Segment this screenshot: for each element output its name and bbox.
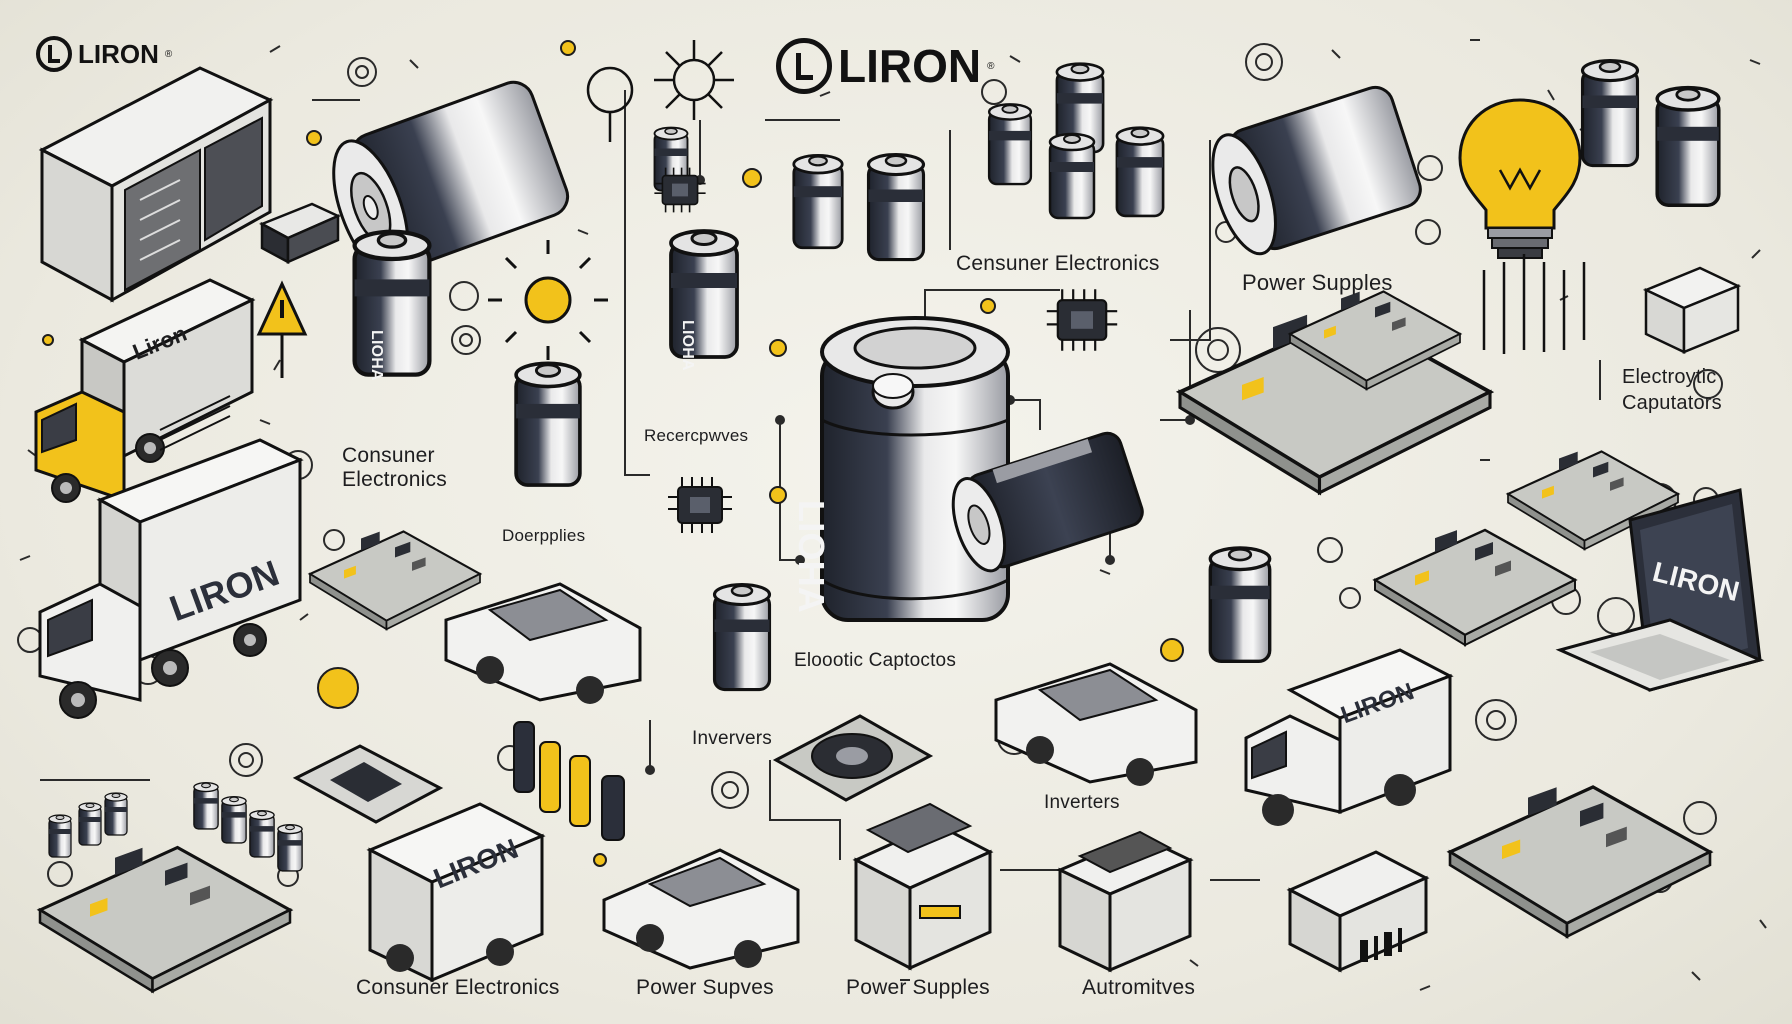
capacitor-mid-4	[712, 582, 772, 692]
capacitor-cluster-top	[987, 62, 1165, 220]
capacitor-right-2	[1655, 85, 1721, 207]
car-illustration-1	[444, 582, 642, 704]
brand-logo-main: LIRON®	[776, 38, 994, 94]
brand-logo-corner: LIRON®	[36, 36, 172, 72]
microchip-1	[1045, 288, 1119, 352]
lightbulb-icon	[1458, 98, 1582, 259]
label-supplies-left: Doerpplies	[502, 526, 586, 545]
white-truck-illustration	[38, 438, 304, 719]
network-node-icon	[586, 40, 734, 142]
yellow-batteries	[513, 721, 625, 841]
power-supply-box-1	[852, 802, 994, 971]
circuit-board-bottom-left	[38, 845, 292, 993]
warning-sign-icon	[256, 280, 308, 378]
small-box-illustration	[259, 202, 342, 265]
power-box-right	[1642, 266, 1742, 354]
central-capacitor-text: LIOHA	[791, 500, 832, 613]
server-cabinet-illustration	[38, 66, 274, 303]
brand-logo-main-mark-icon	[776, 38, 832, 94]
label-power-supplies-bottom-2: Power Supples	[846, 976, 990, 999]
circuit-board-right-2	[1373, 528, 1577, 647]
capacitor-left-text: LIOHA	[368, 330, 385, 381]
circuit-board-bottom-right	[1448, 785, 1712, 939]
yellow-truck-illustration	[34, 278, 256, 503]
laptop-illustration	[1555, 488, 1765, 692]
sun-icon	[488, 240, 608, 360]
car-illustration-3	[602, 848, 800, 970]
circuit-board-mid-left	[308, 530, 482, 631]
large-capacitor-right	[1211, 85, 1422, 256]
label-electrolytic-capacitors-right: Electroytic Caputators	[1622, 366, 1722, 414]
label-consumer-electronics-bottom: Consuner Electronics	[356, 976, 560, 999]
pin-header-icon	[1482, 254, 1586, 354]
label-receptives: Recercpwves	[644, 426, 749, 445]
capacitor-mid-text: LIOHA	[679, 320, 696, 371]
capacitor-mid-3	[866, 152, 926, 262]
label-inverters-center: Inverters	[1044, 792, 1120, 813]
capacitor-left-2	[514, 361, 582, 487]
capacitor-center-right	[1208, 546, 1272, 663]
power-supply-box-2	[1056, 830, 1194, 973]
white-van-illustration	[1244, 648, 1454, 826]
microchip-2	[667, 476, 733, 534]
capacitor-mid-2	[792, 154, 844, 250]
power-supply-box-3	[1286, 850, 1430, 973]
lying-capacitor	[951, 431, 1144, 573]
chip-package-bottom-left	[292, 744, 444, 824]
delivery-van-illustration	[366, 802, 546, 983]
label-electrolytic-center: Eloootic Captoctos	[794, 650, 957, 671]
label-automotives-bottom: Autromitves	[1082, 976, 1196, 999]
brand-logo-main-text: LIRON	[838, 40, 982, 92]
central-capacitor-illustration	[820, 316, 1010, 622]
label-power-supplies-top: Power Supples	[1242, 270, 1393, 295]
car-illustration-2	[994, 662, 1198, 786]
brand-logo-corner-text: LIRON	[78, 38, 159, 69]
label-power-supplies-bottom-1: Power Supves	[636, 976, 774, 999]
capacitor-left-1	[355, 232, 430, 375]
label-consumer-electronics-left: Consuner Electronics	[342, 444, 447, 491]
inverter-fan-illustration	[772, 714, 934, 802]
capacitor-right-1	[1580, 58, 1640, 168]
label-consumer-electronics-top: Censuner Electronics	[956, 252, 1160, 275]
brand-logo-mark-icon	[36, 36, 72, 72]
label-inverters-left: Inververs	[692, 728, 772, 749]
